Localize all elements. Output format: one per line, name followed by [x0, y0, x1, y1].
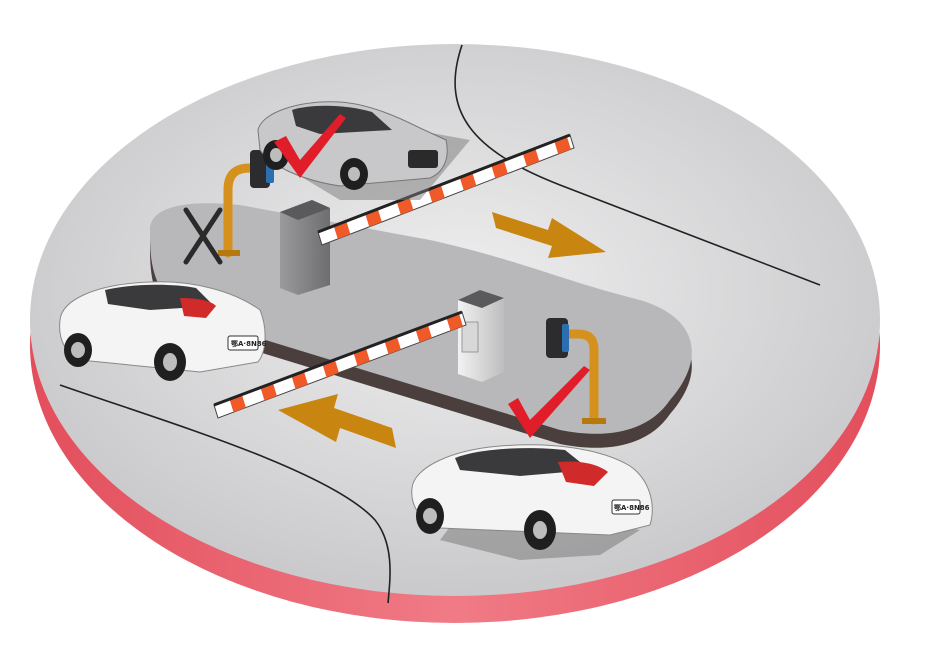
license-plate-right-text: 鄂A·8N86	[614, 503, 650, 512]
lower-gate	[213, 290, 606, 425]
road-line-bottom	[59, 384, 391, 604]
gate-kiosk-upper	[280, 200, 330, 295]
license-plate-left	[227, 335, 259, 351]
direction-arrow-right	[492, 212, 606, 258]
gate-kiosk-lower	[458, 290, 504, 382]
camera-post-upper	[223, 163, 267, 258]
arrow-icon	[278, 394, 396, 448]
road-line-top	[454, 44, 821, 286]
road-lines	[59, 44, 821, 604]
arrow-icon	[492, 212, 606, 258]
upper-gate	[218, 133, 575, 295]
camera-post-lower	[565, 329, 599, 425]
license-plate-right	[611, 499, 641, 515]
hatchback-car-left: 鄂A·8N86	[59, 281, 267, 381]
x-icon	[183, 207, 223, 265]
check-icon	[508, 366, 590, 438]
barrier-arm-upper	[317, 133, 575, 246]
barrier-arm-lower	[213, 310, 467, 419]
direction-arrow-left	[278, 394, 396, 448]
license-plate-left-text: 鄂A·8N86	[231, 339, 267, 348]
hatchback-car-right: 鄂A·8N86	[411, 444, 653, 560]
check-icon	[274, 114, 346, 178]
